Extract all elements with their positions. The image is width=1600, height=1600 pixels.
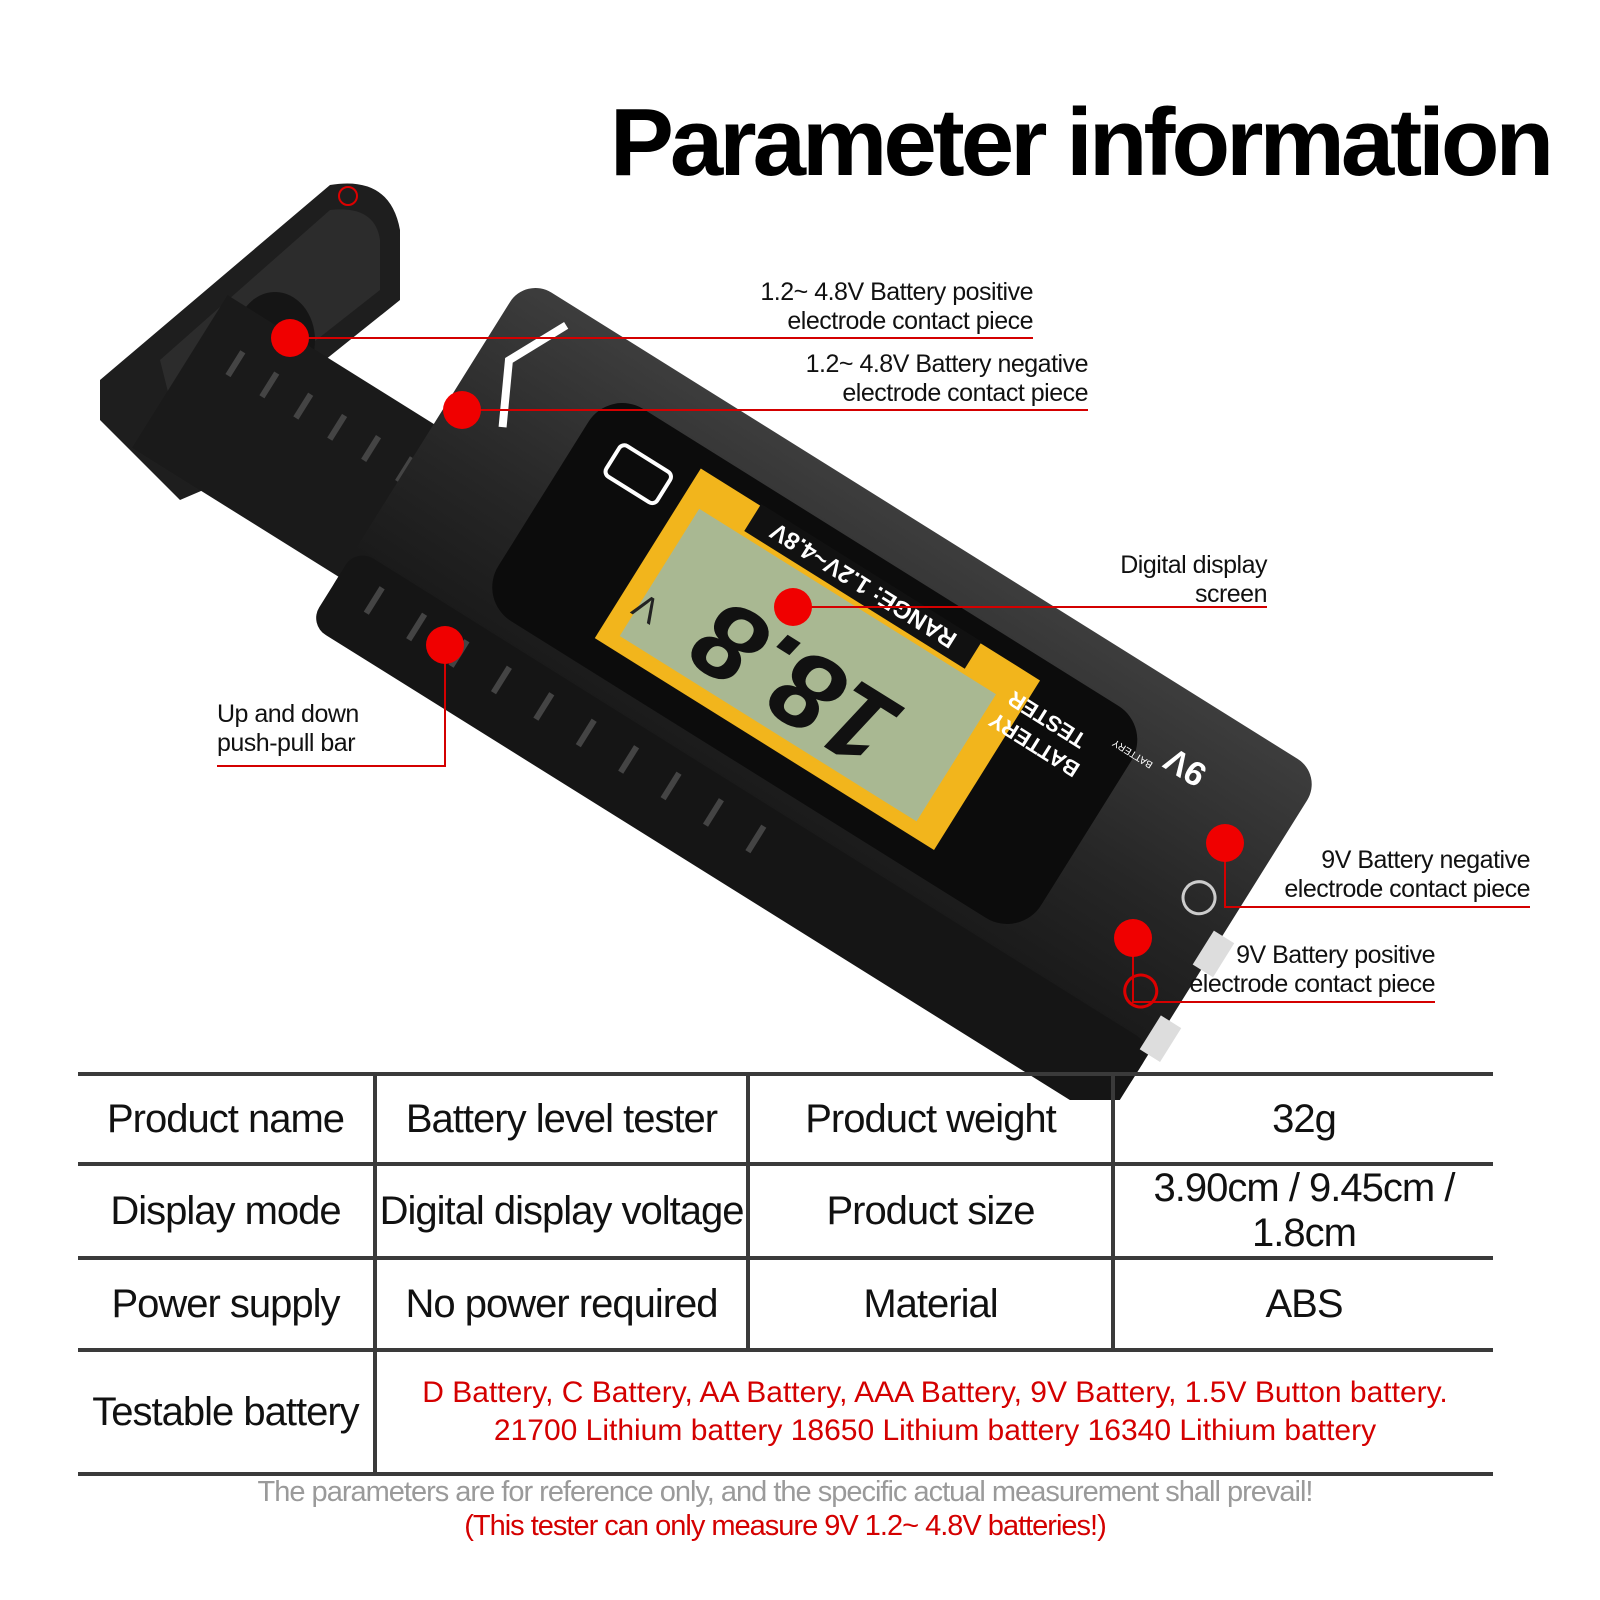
callout-lines — [217, 337, 1530, 1003]
battery-tester-illustration: 18.8 V RANGE: 1.2V~4.8V BT169 BATTERY TE… — [100, 183, 1530, 1100]
table-cell: Power supply — [78, 1256, 375, 1352]
table-cell: Display mode — [78, 1162, 375, 1260]
table-row: Product name Battery level tester Produc… — [78, 1072, 1493, 1166]
table-cell: ABS — [1111, 1256, 1493, 1352]
callout-line: 9V Battery negative — [1321, 846, 1530, 874]
negative-mark-icon — [1181, 880, 1217, 916]
callout-display: Digital display screen — [1120, 551, 1267, 609]
charge-battery-icon — [603, 443, 673, 506]
table-cell: Digital display voltage — [373, 1162, 748, 1260]
reference-note: The parameters are for reference only, a… — [257, 1476, 1314, 1508]
table-cell: Testable battery — [78, 1348, 375, 1476]
callout-line: 1.2~ 4.8V Battery negative — [805, 350, 1089, 378]
callout-dot — [271, 319, 309, 357]
callout-line: push-pull bar — [217, 729, 356, 757]
lcd-screen — [619, 508, 997, 822]
table-cell: Product size — [746, 1162, 1113, 1260]
callout-line: 1.2~ 4.8V Battery positive — [760, 278, 1033, 306]
table-row: Power supply No power required Material … — [78, 1256, 1493, 1352]
callout-dot — [774, 588, 812, 626]
positive-mark-icon — [1123, 973, 1159, 1009]
callout-dot — [1114, 919, 1152, 957]
table-row: Testable battery D Battery, C Battery, A… — [78, 1348, 1493, 1476]
table-row: Display mode Digital display voltage Pro… — [78, 1162, 1493, 1260]
table-cell: Material — [746, 1256, 1113, 1352]
callout-line: screen — [1194, 580, 1268, 608]
testable-line: D Battery, C Battery, AA Battery, AAA Ba… — [422, 1376, 1448, 1409]
callout-negative-contact: 1.2~ 4.8V Battery negative electrode con… — [805, 350, 1089, 408]
table-cell: Battery level tester — [373, 1072, 748, 1166]
table-cell: Product name — [78, 1072, 375, 1166]
callout-line: electrode contact piece — [1189, 970, 1435, 998]
callout-line: electrode contact piece — [787, 307, 1033, 335]
callout-line: electrode contact piece — [1284, 875, 1530, 903]
9v-negative-contact — [1192, 930, 1235, 978]
model-label: BT169 — [700, 329, 794, 405]
testable-battery-list: D Battery, C Battery, AA Battery, AAA Ba… — [373, 1348, 1493, 1476]
callout-push-pull-bar: Up and down push-pull bar — [217, 700, 359, 758]
page-title: Parameter information — [609, 89, 1554, 196]
measurement-warning: (This tester can only measure 9V 1.2~ 4.… — [464, 1510, 1107, 1542]
testable-line: 21700 Lithium battery 18650 Lithium batt… — [493, 1414, 1377, 1447]
9v-positive-contact — [1139, 1015, 1182, 1063]
callout-dot — [1206, 824, 1244, 862]
table-cell: Product weight — [746, 1072, 1113, 1166]
callout-9v-positive: 9V Battery positive electrode contact pi… — [1189, 941, 1435, 999]
callout-line: 9V Battery positive — [1236, 941, 1435, 969]
callout-9v-negative: 9V Battery negative electrode contact pi… — [1284, 846, 1530, 904]
callout-dot — [443, 391, 481, 429]
table-cell: 3.90cm / 9.45cm / 1.8cm — [1111, 1162, 1493, 1260]
tester-body: 18.8 V RANGE: 1.2V~4.8V BT169 BATTERY TE… — [316, 287, 1312, 1100]
positive-mark-icon — [338, 186, 358, 206]
spec-table: Product name Battery level tester Produc… — [78, 1072, 1493, 1476]
table-cell: 32g — [1111, 1072, 1493, 1166]
callout-line: Up and down — [217, 700, 359, 728]
table-cell: No power required — [373, 1256, 748, 1352]
callout-line: Digital display — [1120, 551, 1267, 579]
callout-line: electrode contact piece — [842, 379, 1088, 407]
callout-dot — [426, 626, 464, 664]
callout-positive-contact: 1.2~ 4.8V Battery positive electrode con… — [760, 278, 1033, 336]
